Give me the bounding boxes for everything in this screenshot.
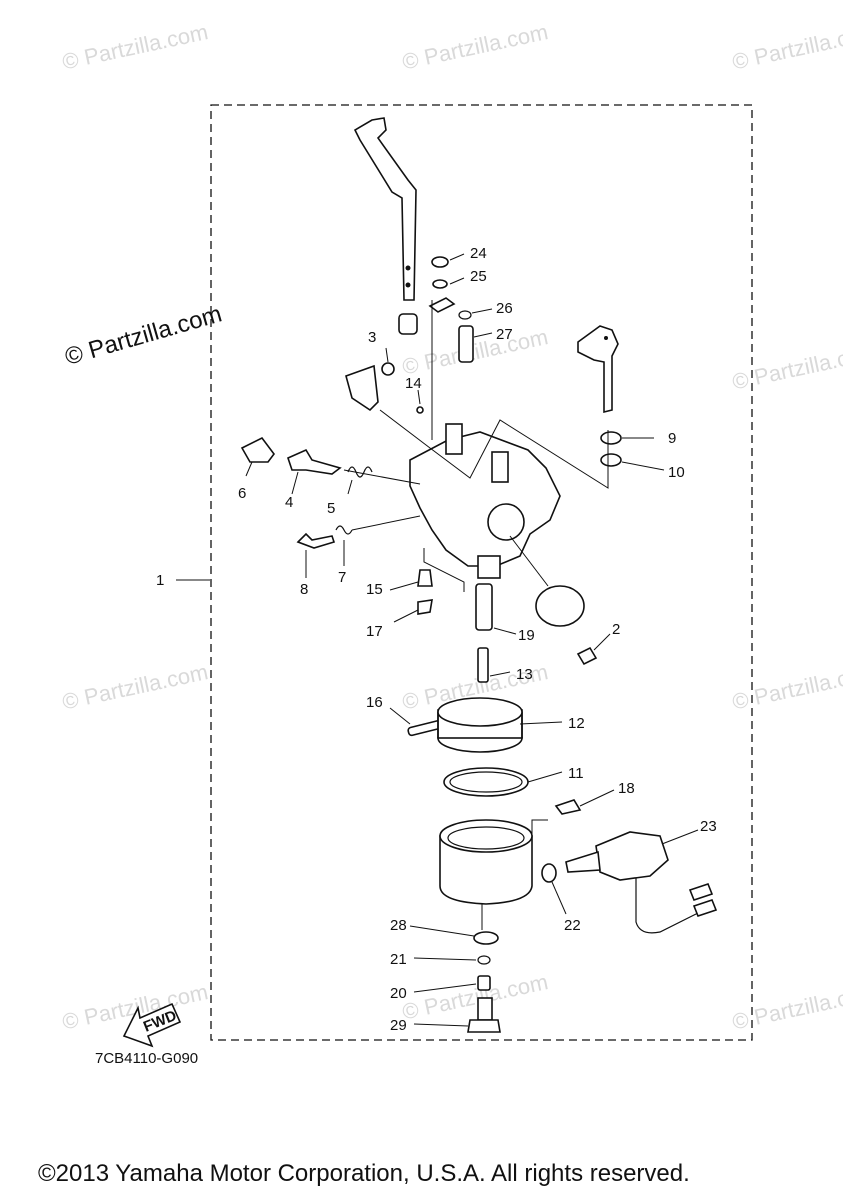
callout: 11 [568, 765, 584, 782]
solenoid-plunger [565, 850, 601, 873]
oring-26 [458, 310, 472, 320]
callout: 27 [496, 326, 513, 343]
float-top [437, 697, 523, 727]
pilot-screw-27 [458, 325, 474, 363]
main-jet-13 [477, 647, 489, 683]
main-jet-holder-19 [475, 583, 493, 631]
jet-20 [477, 975, 491, 991]
assembly-boundary [210, 104, 753, 1041]
callout: 28 [390, 917, 407, 934]
callout: 3 [368, 329, 376, 346]
callout: 21 [390, 951, 407, 968]
drawing-code: 7CB4110-G090 [95, 1050, 199, 1067]
callout: 16 [366, 694, 383, 711]
callout: 9 [668, 430, 676, 447]
screw-24 [431, 256, 449, 268]
callout: 1 [156, 572, 164, 589]
cap-6 [240, 436, 275, 463]
copyright-footer: ©2013 Yamaha Motor Corporation, U.S.A. A… [38, 1160, 690, 1187]
float-side [437, 712, 523, 738]
callout: 15 [366, 581, 383, 598]
washer-25 [432, 279, 448, 289]
carburetor-body [409, 431, 561, 567]
oring-21 [477, 955, 491, 965]
callout: 26 [496, 300, 513, 317]
clip-17 [417, 599, 433, 615]
callout: 5 [327, 500, 335, 517]
bracket-26 [428, 297, 456, 313]
screw-8 [296, 532, 336, 549]
washer-9 [600, 431, 622, 445]
drain-bolt-29 [467, 1019, 501, 1033]
needle-4 [287, 448, 342, 475]
callout: 19 [518, 627, 535, 644]
callout: 6 [238, 485, 246, 502]
oring-22 [541, 863, 557, 883]
callout: 8 [300, 581, 308, 598]
float-needle-15 [417, 569, 433, 587]
callout: 13 [516, 666, 533, 683]
throttle-lever [577, 325, 619, 414]
spring-5 [347, 466, 373, 478]
body-stem [477, 555, 501, 579]
callout: 14 [405, 375, 422, 392]
callout: 22 [564, 917, 581, 934]
ball-14 [416, 406, 424, 414]
gasket-28 [473, 931, 499, 945]
callout: 29 [390, 1017, 407, 1034]
callout: 23 [700, 818, 717, 835]
callout: 24 [470, 245, 487, 262]
venturi [487, 503, 525, 541]
callout: 4 [285, 494, 293, 511]
choke-lever [353, 117, 417, 301]
plate [535, 585, 585, 627]
washer-10 [600, 453, 622, 467]
callout: 2 [612, 621, 620, 638]
callout: 18 [618, 780, 635, 797]
callout: 10 [668, 464, 685, 481]
spring-7 [335, 525, 353, 535]
cover-plate [345, 364, 379, 412]
wire-connector [688, 883, 714, 901]
callout: 7 [338, 569, 346, 586]
callout: 20 [390, 985, 407, 1002]
screw-2 [576, 646, 598, 666]
cap [398, 313, 418, 335]
callout: 25 [470, 268, 487, 285]
callout: 17 [366, 623, 383, 640]
float-bowl-rim [439, 819, 533, 853]
body-boss [491, 451, 509, 483]
body-boss [445, 423, 463, 455]
drain-bolt-shank [477, 997, 493, 1021]
screw-18 [554, 799, 582, 815]
float-bowl [439, 835, 533, 905]
solenoid-wire [635, 878, 701, 934]
fuel-cut-solenoid-23 [595, 831, 669, 881]
callout: 12 [568, 715, 585, 732]
wire-connector [692, 899, 718, 917]
fwd-arrow-icon: FWD [122, 1002, 182, 1048]
screw-3 [381, 362, 395, 376]
